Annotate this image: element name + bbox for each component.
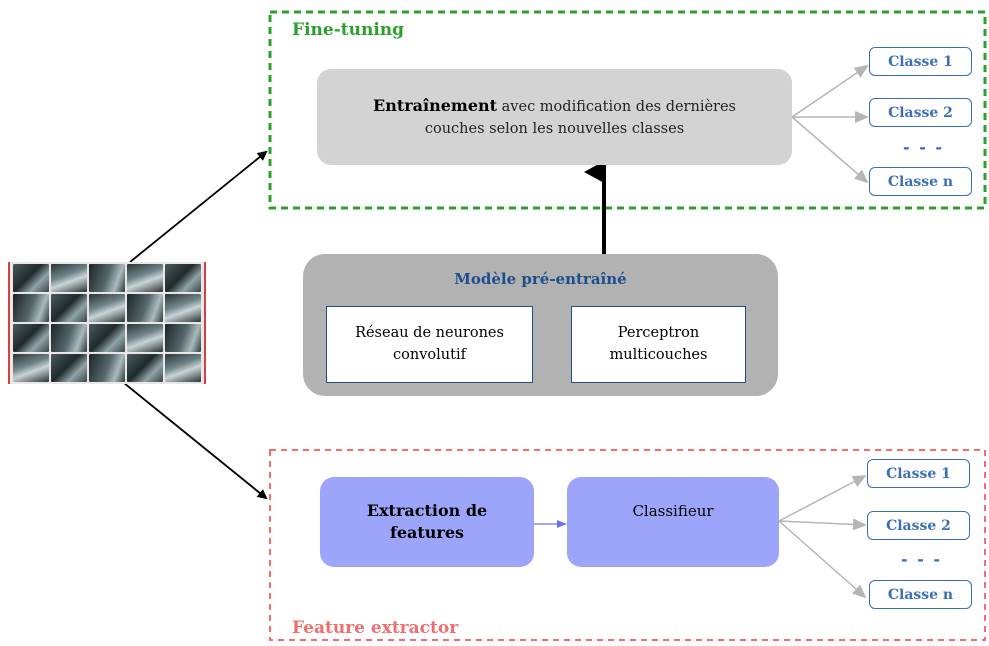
arrow-fe-class-n bbox=[778, 520, 867, 599]
training-box: Entraînement avec modification des derni… bbox=[317, 69, 792, 165]
cnn-box: Réseau de neurones convolutif bbox=[326, 306, 533, 383]
arrow-fe-class-2 bbox=[778, 518, 867, 531]
dataset-thumbnail bbox=[51, 324, 87, 352]
cnn-label-line2: convolutif bbox=[393, 346, 466, 363]
fine-tuning-label: Fine-tuning bbox=[292, 20, 405, 40]
training-title: Entraînement bbox=[373, 96, 498, 116]
dataset-thumbnail bbox=[13, 324, 49, 352]
dataset-thumbnail bbox=[127, 324, 163, 352]
dataset-thumbnail bbox=[127, 294, 163, 322]
dataset-thumbnail bbox=[165, 324, 201, 352]
dataset-thumbnail bbox=[127, 264, 163, 292]
arrow-ft-class-n bbox=[791, 116, 869, 184]
fe-class-ellipsis: - - - bbox=[901, 550, 943, 569]
ft-class-n-box: Classe n bbox=[869, 167, 972, 196]
ft-class-2-box: Classe 2 bbox=[869, 98, 972, 127]
dataset-thumbnail bbox=[165, 354, 201, 382]
pretrained-model-title: Modèle pré-entraîné bbox=[454, 270, 627, 288]
fe-class-n-box: Classe n bbox=[869, 580, 972, 609]
dataset-thumbnail bbox=[51, 294, 87, 322]
dataset-thumbnail bbox=[165, 294, 201, 322]
dataset-thumbnail bbox=[13, 264, 49, 292]
dataset-thumbnail bbox=[13, 354, 49, 382]
dataset-thumbnail bbox=[51, 354, 87, 382]
ft-class-1-box: Classe 1 bbox=[869, 47, 972, 76]
training-description-line2: couches selon les nouvelles classes bbox=[424, 120, 685, 137]
feature-extractor-label: Feature extractor bbox=[292, 618, 459, 638]
dataset-thumbnail bbox=[89, 324, 125, 352]
dataset-thumbnail bbox=[51, 264, 87, 292]
feature-extractor-frame bbox=[269, 449, 986, 641]
cnn-label-line1: Réseau de neurones bbox=[355, 325, 504, 342]
mlp-box: Perceptron multicouches bbox=[571, 306, 746, 383]
extraction-label-line1: Extraction de bbox=[366, 500, 488, 520]
arrow-to-feature-extractor bbox=[123, 382, 268, 500]
mlp-label-line2: multicouches bbox=[609, 346, 708, 363]
dataset-image-grid bbox=[8, 262, 206, 384]
extraction-label-line2: features bbox=[389, 523, 465, 542]
mlp-label-line1: Perceptron bbox=[617, 325, 700, 342]
ft-class-ellipsis: - - - bbox=[903, 138, 945, 157]
classifier-box: Classifieur bbox=[567, 477, 779, 567]
fe-class-1-box: Classe 1 bbox=[867, 459, 970, 488]
dataset-thumbnail bbox=[89, 354, 125, 382]
arrow-ft-class-1 bbox=[791, 64, 869, 118]
arrow-to-fine-tuning bbox=[129, 150, 268, 263]
arrow-fe-class-1 bbox=[778, 475, 867, 522]
training-description-line1: avec modification des dernières bbox=[497, 99, 736, 116]
dataset-thumbnail bbox=[89, 294, 125, 322]
dataset-thumbnail bbox=[89, 264, 125, 292]
dataset-thumbnail bbox=[165, 264, 201, 292]
classifier-label: Classifieur bbox=[632, 502, 714, 520]
feature-extraction-box: Extraction de features bbox=[320, 477, 534, 567]
fe-class-2-box: Classe 2 bbox=[867, 511, 970, 540]
dataset-thumbnail bbox=[13, 294, 49, 322]
dataset-thumbnail bbox=[127, 354, 163, 382]
